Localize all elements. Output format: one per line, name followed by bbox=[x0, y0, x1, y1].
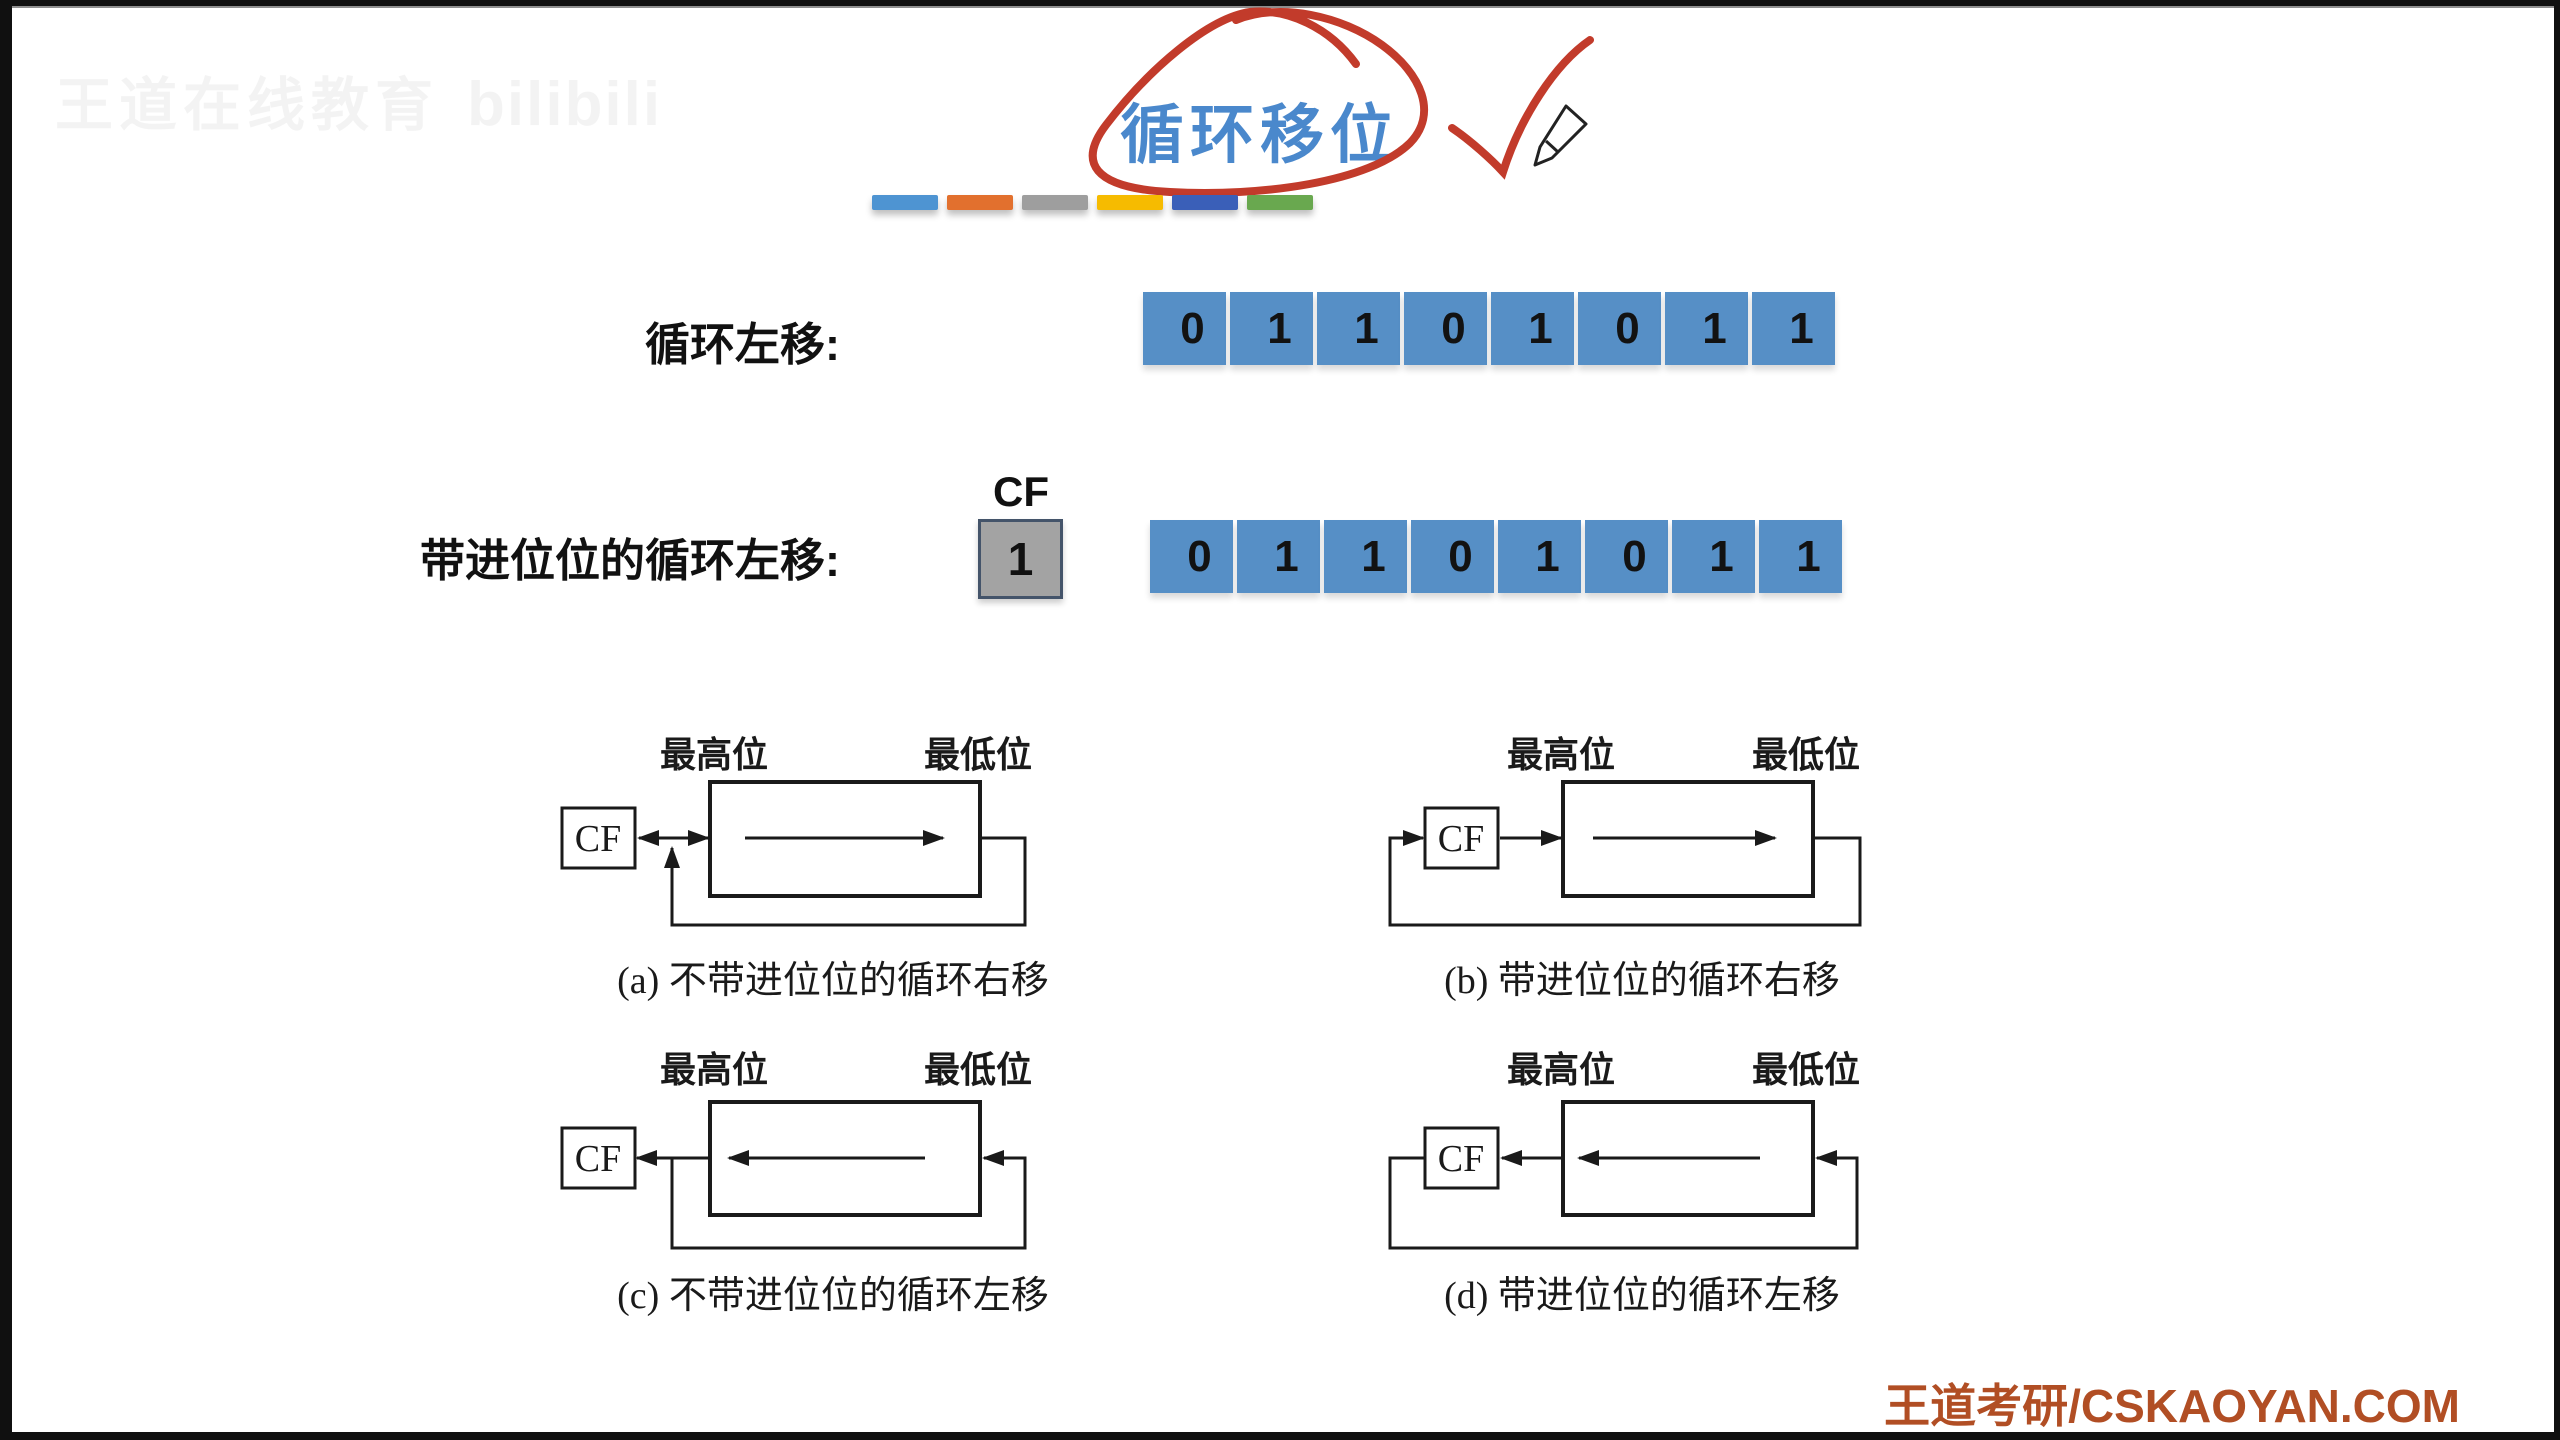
cf-box bbox=[560, 806, 637, 870]
cf-value: 1 bbox=[1007, 533, 1034, 585]
divider-bar-yellow bbox=[1097, 195, 1163, 210]
diagram-caption: (c) 不带进位位的循环左移 bbox=[617, 1275, 1049, 1317]
bit-cell: 0 bbox=[1585, 520, 1668, 593]
low-bit-label: 最低位 bbox=[1752, 735, 1860, 775]
low-bit-label: 最低位 bbox=[924, 735, 1032, 775]
bit-cell: 0 bbox=[1143, 292, 1226, 365]
uploader-watermark: 王道在线教育 bilibili bbox=[55, 58, 662, 142]
cf-box: 1 bbox=[978, 519, 1063, 599]
row-label-left-shift: 循环左移: bbox=[645, 319, 840, 370]
diagram-rotate-left-with-carry: 最高位 最低位 CF (d) 带进位位的循环左移 bbox=[1388, 1050, 1860, 1317]
bit-cell: 1 bbox=[1324, 520, 1407, 593]
bit-cell: 1 bbox=[1665, 292, 1748, 365]
page-title: 循环移位 bbox=[1120, 99, 1400, 171]
divider-bars bbox=[872, 195, 1313, 210]
cf-text: CF bbox=[575, 818, 621, 860]
feedback-loop bbox=[1388, 830, 1862, 927]
divider-bar-gray bbox=[1022, 195, 1088, 210]
diagram-rotate-right-no-carry: 最高位 最低位 CF (a) 不带进位位的循环右移 bbox=[560, 735, 1049, 1002]
divider-bar-darkblue bbox=[1172, 195, 1238, 210]
high-bit-label: 最高位 bbox=[1507, 735, 1615, 775]
low-bit-label: 最低位 bbox=[1752, 1050, 1860, 1090]
divider-bar-green bbox=[1247, 195, 1313, 210]
feedback-loop bbox=[670, 1150, 1027, 1250]
feedback-loop bbox=[664, 836, 1027, 927]
row-label-carry-left-shift: 带进位位的循环左移: bbox=[420, 535, 840, 586]
high-bit-label: 最高位 bbox=[660, 1050, 768, 1090]
bit-cell: 1 bbox=[1752, 292, 1835, 365]
feedback-loop bbox=[1388, 1150, 1859, 1250]
divider-bar-blue bbox=[872, 195, 938, 210]
bit-cell: 1 bbox=[1672, 520, 1755, 593]
bit-cell: 0 bbox=[1150, 520, 1233, 593]
divider-bar-orange bbox=[947, 195, 1013, 210]
diagram-caption: (a) 不带进位位的循环右移 bbox=[617, 960, 1049, 1002]
bit-cell: 1 bbox=[1317, 292, 1400, 365]
bilibili-logo: bilibili bbox=[467, 70, 663, 139]
bit-row-left-shift: 0 1 1 0 1 0 1 1 bbox=[1143, 292, 1835, 365]
bit-cell: 1 bbox=[1491, 292, 1574, 365]
diagram-rotate-left-no-carry: 最高位 最低位 CF (c) 不带进位位的循环左移 bbox=[560, 1050, 1049, 1317]
cf-text: CF bbox=[1438, 1138, 1484, 1180]
bit-cell: 0 bbox=[1404, 292, 1487, 365]
high-bit-label: 最高位 bbox=[1507, 1050, 1615, 1090]
bit-cell: 0 bbox=[1578, 292, 1661, 365]
bit-cell: 1 bbox=[1230, 292, 1313, 365]
bit-cell: 1 bbox=[1498, 520, 1581, 593]
diagram-rotate-right-with-carry: 最高位 最低位 CF (b) 带进位位的循环右移 bbox=[1388, 735, 1862, 1002]
cf-text: CF bbox=[575, 1138, 621, 1180]
bit-row-carry-left-shift: 0 1 1 0 1 0 1 1 bbox=[1150, 520, 1842, 593]
slide-canvas bbox=[12, 6, 2554, 1432]
low-bit-label: 最低位 bbox=[924, 1050, 1032, 1090]
cf-box bbox=[1423, 806, 1500, 870]
bit-cell: 1 bbox=[1759, 520, 1842, 593]
bit-cell: 1 bbox=[1237, 520, 1320, 593]
high-bit-label: 最高位 bbox=[660, 735, 768, 775]
uploader-watermark-text: 王道在线教育 bbox=[55, 73, 440, 138]
diagram-caption: (d) 带进位位的循环左移 bbox=[1444, 1275, 1840, 1317]
diagram-caption: (b) 带进位位的循环右移 bbox=[1444, 960, 1840, 1002]
bit-cell: 0 bbox=[1411, 520, 1494, 593]
cf-label: CF bbox=[993, 468, 1049, 515]
site-watermark: 王道考研/CSKAOYAN.COM bbox=[1884, 1380, 2460, 1432]
cf-text: CF bbox=[1438, 818, 1484, 860]
